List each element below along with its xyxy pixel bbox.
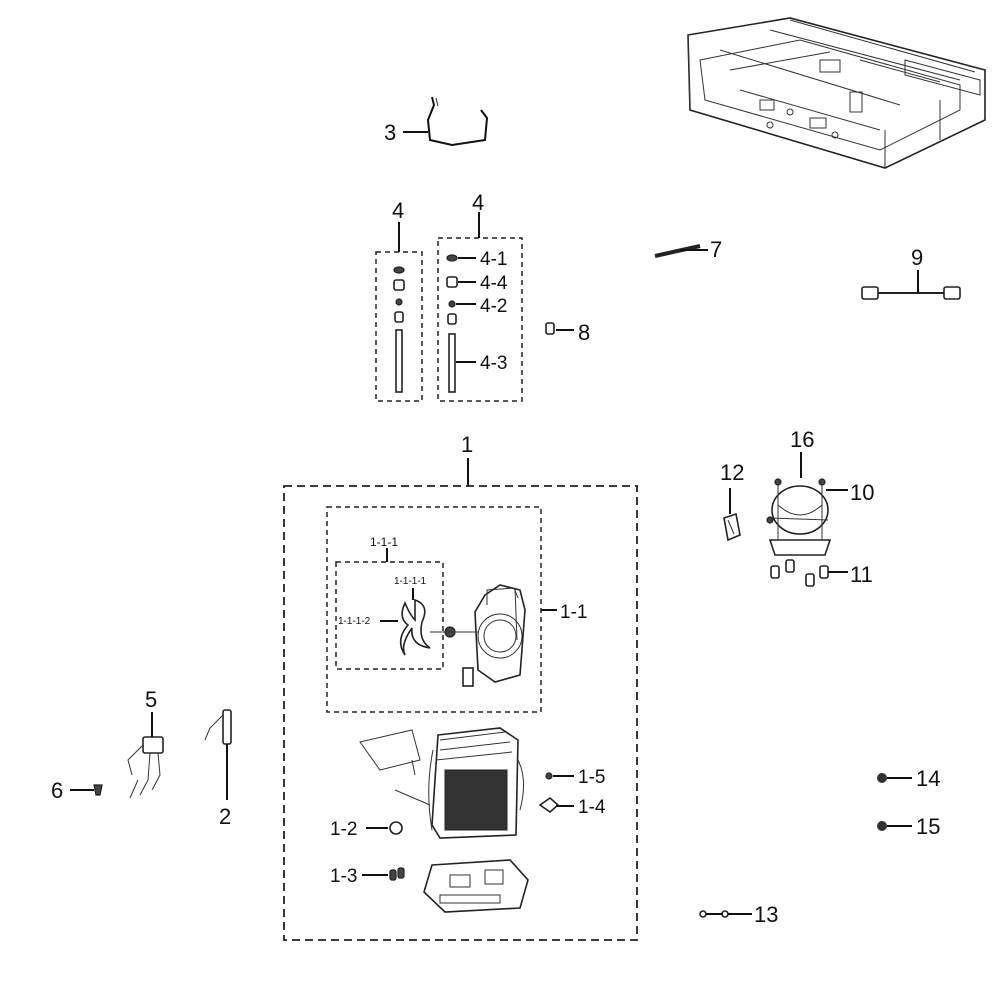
callout-1-1-1-1: 1-1-1-1 xyxy=(394,576,427,587)
callout-1-3: 1-3 xyxy=(330,866,357,887)
part-1-5-screw xyxy=(545,772,574,780)
callout-12: 12 xyxy=(720,460,744,485)
part-7-rod xyxy=(654,244,708,258)
part-1-4-bracket xyxy=(538,796,574,814)
callout-14: 14 xyxy=(916,766,940,791)
part-8-clip xyxy=(545,322,574,335)
part-11-grommets xyxy=(770,559,848,587)
part-15-grommet xyxy=(877,821,912,831)
part-1-assembly xyxy=(283,458,638,941)
callout-1-4: 1-4 xyxy=(578,797,606,818)
callout-1-2: 1-2 xyxy=(330,819,357,840)
callout-5: 5 xyxy=(145,687,157,712)
callout-9: 9 xyxy=(911,245,923,270)
callout-4-3: 4-3 xyxy=(480,353,507,374)
part-12-bracket xyxy=(723,488,741,542)
part-9-cable xyxy=(861,270,961,300)
callout-4-right: 4 xyxy=(472,190,484,215)
part-13-washers xyxy=(699,910,752,918)
part-6-screw xyxy=(70,784,103,796)
part-1-condenser xyxy=(359,727,524,839)
callout-1-1: 1-1 xyxy=(560,602,587,623)
callout-6: 6 xyxy=(51,778,63,803)
part-1-1-1-fan-blade-group xyxy=(335,548,444,670)
callout-1-1-1-2: 1-1-1-2 xyxy=(338,616,371,627)
callout-13: 13 xyxy=(754,902,778,927)
callout-7: 7 xyxy=(710,237,722,262)
callout-1: 1 xyxy=(461,432,473,457)
part-2-sensor xyxy=(204,709,232,800)
part-4-right-kit xyxy=(437,212,523,402)
callout-16: 16 xyxy=(790,427,814,452)
callout-3: 3 xyxy=(384,120,396,145)
callout-2: 2 xyxy=(219,804,231,829)
part-1-3-screws xyxy=(362,867,405,881)
callout-1-5: 1-5 xyxy=(578,767,605,788)
chassis-frame xyxy=(687,17,986,169)
callout-15: 15 xyxy=(916,814,940,839)
part-3-tube xyxy=(403,96,489,147)
callout-8: 8 xyxy=(578,320,590,345)
callout-4-1: 4-1 xyxy=(480,249,507,270)
callout-4-2: 4-2 xyxy=(480,296,507,317)
part-4-left-kit xyxy=(375,222,423,402)
part-16-compressor xyxy=(766,452,832,556)
callout-4-left: 4 xyxy=(392,198,404,223)
part-1-base-tray xyxy=(423,859,529,913)
part-1-2-grommet xyxy=(366,821,403,835)
callout-4-4: 4-4 xyxy=(480,273,508,294)
callout-1-1-1: 1-1-1 xyxy=(370,535,398,549)
part-14-grommet xyxy=(877,773,912,783)
part-1-1-fan-assembly xyxy=(326,506,557,713)
callout-11: 11 xyxy=(850,562,873,587)
part-5-valve xyxy=(127,712,164,799)
callout-10: 10 xyxy=(850,480,874,505)
